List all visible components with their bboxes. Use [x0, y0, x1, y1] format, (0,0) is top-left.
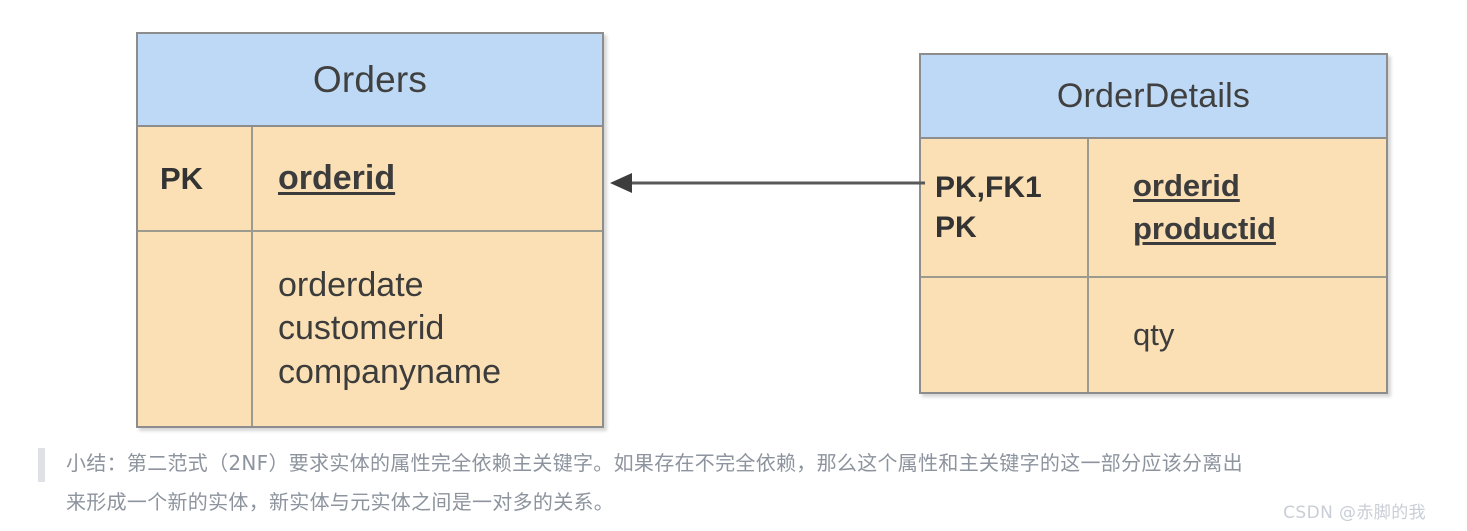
entity-orders-key-section: PK orderid: [138, 127, 602, 232]
attribute-productid: productid: [1133, 210, 1276, 246]
entity-orders[interactable]: Orders PK orderid orderdate customerid c…: [136, 32, 604, 428]
entity-orders-key-column: PK: [138, 127, 253, 230]
entity-orderdetails-attr-key-column: [921, 278, 1089, 392]
entity-orderdetails[interactable]: OrderDetails PK,FK1 PK orderid productid…: [919, 53, 1388, 394]
arrowhead-icon: [610, 173, 632, 193]
attribute-qty: qty: [1133, 316, 1175, 352]
caption-block: 小结：第二范式（2NF）要求实体的属性完全依赖主关键字。如果存在不完全依赖，那么…: [38, 444, 1438, 526]
attribute-customerid: customerid: [278, 309, 445, 348]
entity-orderdetails-attribute-section: qty: [921, 278, 1386, 392]
entity-orders-key-attributes: orderid: [253, 127, 395, 230]
attribute-orderid: orderid: [278, 158, 396, 197]
key-label-pk-fk1: PK,FK1: [935, 170, 1042, 204]
attribute-orderid: orderid: [1133, 167, 1240, 203]
entity-orders-attributes: orderdate customerid companyname: [253, 232, 501, 426]
entity-orders-attr-key-column: [138, 232, 253, 426]
caption-accent-bar: [38, 448, 45, 482]
key-label: PK: [160, 160, 204, 196]
attribute-orderdate: orderdate: [278, 265, 424, 304]
caption-line-2: 来形成一个新的实体，新实体与元实体之间是一对多的关系。: [66, 490, 615, 514]
caption-line-1: 小结：第二范式（2NF）要求实体的属性完全依赖主关键字。如果存在不完全依赖，那么…: [66, 451, 1243, 475]
entity-orderdetails-key-attributes: orderid productid: [1089, 139, 1276, 276]
relationship-arrow-orderdetails-to-orders[interactable]: [600, 160, 925, 206]
entity-orderdetails-key-section: PK,FK1 PK orderid productid: [921, 139, 1386, 278]
attribute-companyname: companyname: [278, 352, 502, 391]
entity-orders-title: Orders: [138, 34, 602, 127]
caption-text: 小结：第二范式（2NF）要求实体的属性完全依赖主关键字。如果存在不完全依赖，那么…: [66, 444, 1246, 522]
csdn-watermark: CSDN @赤脚的我: [1283, 503, 1426, 523]
entity-orderdetails-key-column: PK,FK1 PK: [921, 139, 1089, 276]
key-label-pk: PK: [935, 210, 977, 244]
entity-orderdetails-title: OrderDetails: [921, 55, 1386, 139]
entity-orders-attribute-section: orderdate customerid companyname: [138, 232, 602, 426]
entity-orderdetails-attributes: qty: [1089, 278, 1174, 392]
